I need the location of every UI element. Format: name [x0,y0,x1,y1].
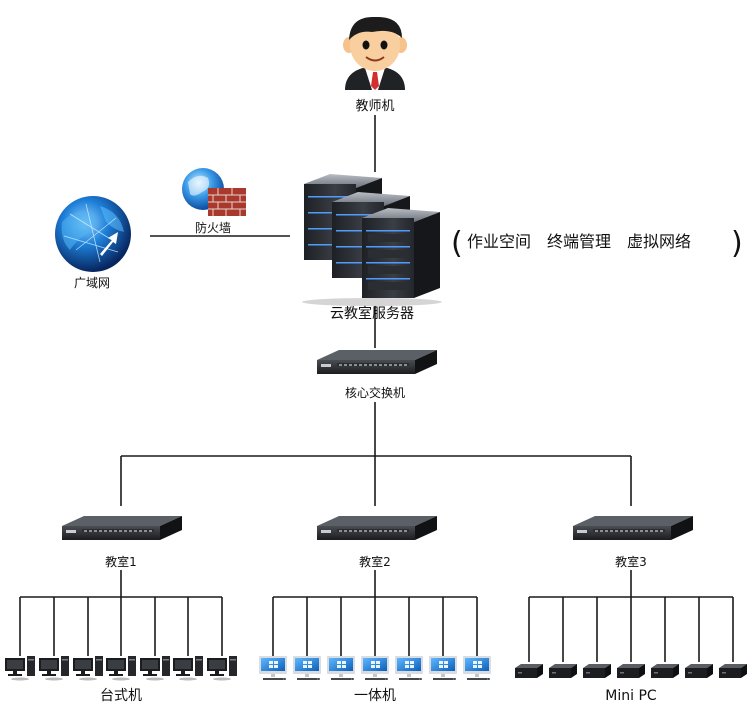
firewall-label: 防火墙 [195,220,231,235]
teacher-avatar-icon [343,16,407,90]
classroom2-label: 教室2 [359,554,391,569]
connection-lines [19,115,734,662]
classroom2-switch-icon [317,516,437,540]
all-in-one-computer-icons [259,656,491,680]
mini-pc-icons [515,664,747,678]
classroom1-switch-icon [62,516,182,540]
classroom3-label: 教室3 [615,554,647,569]
server-label: 云教室服务器 [330,305,414,322]
feature-open-paren: ( [451,226,463,261]
all-in-one-group-label: 一体机 [354,688,396,704]
wan-label: 广域网 [74,276,110,290]
core-switch-icon [317,350,437,374]
feature-close-paren: ) [731,226,743,261]
mini-pc-group-label: Mini PC [605,688,657,704]
server-feature-list: 作业空间 终端管理 虚拟网络 [467,232,691,251]
classroom1-label: 教室1 [105,554,137,569]
classroom3-switch-icon [573,516,693,540]
teacher-label: 教师机 [355,98,394,114]
desktop-group-label: 台式机 [100,688,142,704]
core-switch-label: 核心交换机 [345,385,405,400]
firewall-icon [182,168,246,216]
server-rack-icon [302,174,442,306]
globe-icon [55,196,131,272]
desktop-computer-icons [5,656,237,681]
